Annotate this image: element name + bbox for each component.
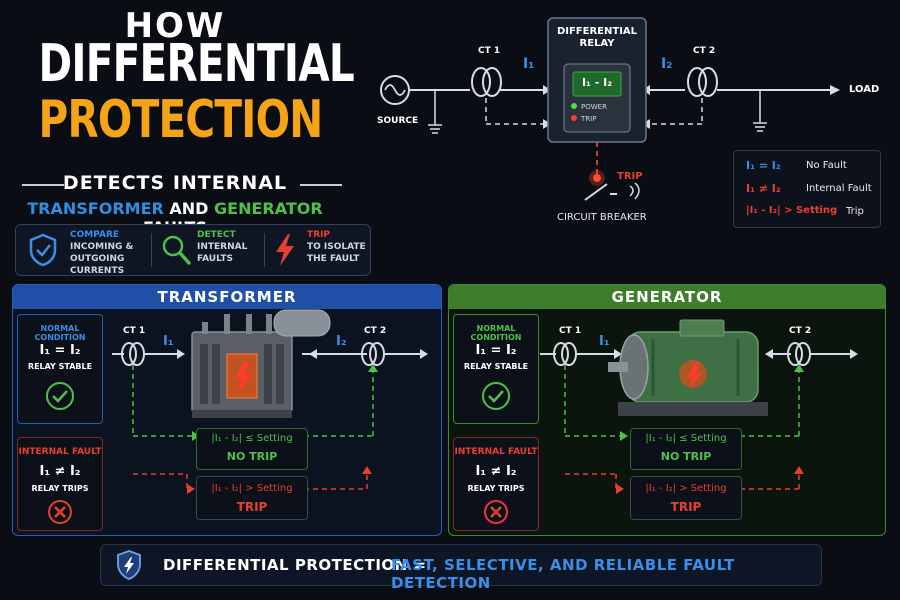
subtitle-generator: GENERATOR (214, 199, 323, 218)
generator-notrip-expr: |I₁ - I₂| ≤ Setting (645, 433, 727, 444)
transformer-normal-state: RELAY STABLE (27, 362, 93, 371)
generator-fault-box (453, 437, 539, 531)
cross-icon (484, 500, 508, 524)
top-ct2-label: CT 2 (693, 46, 716, 56)
bottom-banner: DIFFERENTIAL PROTECTION = FAST, SELECTIV… (100, 544, 822, 592)
generator-ct1-label: CT 1 (559, 326, 582, 336)
transformer-ct1-label: CT 1 (123, 326, 146, 336)
transformer-notrip-expr: |I₁ - I₂| ≤ Setting (211, 433, 293, 444)
title-line2: PROTECTION (38, 90, 324, 150)
transformer-diagram (112, 309, 428, 494)
summary-item-trip: TRIP TO ISOLATE THE FAULT (307, 230, 366, 264)
generator-normal-title: NORMAL CONDITION (470, 324, 522, 342)
generator-diagram (540, 319, 858, 494)
shield-lightning-icon (117, 550, 141, 580)
relay-display: I₁ - I₂ (581, 76, 613, 89)
ct2-symbol (787, 342, 803, 366)
subtitle-and: AND (163, 199, 215, 218)
transformer-trip-expr: |I₁ - I₂| > Setting (211, 483, 293, 494)
transformer-fault-title: INTERNAL FAULT (18, 447, 102, 457)
ct2-symbol (361, 342, 377, 366)
generator-notrip-box (630, 428, 742, 470)
title-rule-left (22, 184, 64, 186)
transformer-i2-label: I₂ (336, 334, 347, 349)
check-icon (482, 382, 510, 410)
legend-desc: No Fault (806, 160, 847, 171)
subtitle-line1: DETECTS INTERNAL (62, 172, 288, 194)
bottom-right-text: FAST, SELECTIVE, AND RELIABLE FAULT DETE… (391, 556, 735, 592)
check-icon (46, 382, 74, 410)
trip-indicator (593, 174, 601, 182)
legend-expr: |I₁ - I₂| > Setting (746, 205, 838, 216)
trip-led (571, 115, 577, 121)
divider (151, 233, 152, 267)
ct1-symbol (471, 67, 491, 97)
shield-check-icon (29, 233, 57, 267)
generator-fault-eq: I₁ ≠ I₂ (475, 464, 517, 479)
summary-item-detect: DETECT INTERNAL FAULTS (197, 230, 248, 264)
generator-fault-state: RELAY TRIPS (467, 484, 525, 493)
bottom-left-text: DIFFERENTIAL PROTECTION = (163, 556, 427, 574)
transformer-normal-box (17, 314, 103, 424)
transformer-i1-label: I₁ (163, 334, 174, 349)
legend-expr: I₁ = I₂ (746, 159, 781, 172)
generator-fault-title: INTERNAL FAULT (454, 447, 538, 457)
divider (264, 233, 265, 267)
legend-desc: Internal Fault (806, 183, 872, 194)
transformer-notrip-box (196, 428, 308, 470)
transformer-fault-eq: I₁ ≠ I₂ (39, 464, 81, 479)
top-i2-label: I₂ (661, 56, 673, 72)
summary-box: COMPARE INCOMING & OUTGOING CURRENTS DET… (15, 224, 371, 276)
top-schematic (380, 17, 840, 201)
breaker-symbol (584, 183, 608, 201)
legend: I₁ = I₂ No Fault I₁ ≠ I₂ Internal Fault … (733, 150, 881, 228)
ct2-symbol (687, 67, 707, 97)
ct1-symbol (121, 342, 137, 366)
load-label: LOAD (849, 84, 880, 95)
page-title: DIFFERENTIAL PROTECTION (38, 34, 355, 150)
summary-item-compare: COMPARE INCOMING & OUTGOING CURRENTS (70, 230, 134, 276)
cross-icon (48, 500, 72, 524)
breaker-label: CIRCUIT BREAKER (557, 212, 647, 223)
ct1-symbol (553, 342, 569, 366)
power-label: POWER (581, 103, 607, 111)
generator-ct2-label: CT 2 (789, 326, 812, 336)
top-i1-label: I₁ (523, 56, 535, 72)
magnifier-icon (162, 235, 191, 265)
trip-led-label: TRIP (581, 115, 597, 123)
title-line1: DIFFERENTIAL (38, 34, 355, 94)
generator-normal-state: RELAY STABLE (463, 362, 529, 371)
top-ct1-label: CT 1 (478, 46, 501, 56)
transformer-normal-eq: I₁ = I₂ (39, 343, 81, 358)
transformer-ct2-label: CT 2 (364, 326, 387, 336)
generator-i1-label: I₁ (599, 334, 610, 349)
source-label: SOURCE (377, 116, 419, 126)
generator-trip-expr: |I₁ - I₂| > Setting (645, 483, 727, 494)
generator-trip-label: TRIP (670, 500, 702, 514)
generator-trip-box (630, 476, 742, 520)
transformer-trip-label: TRIP (236, 500, 268, 514)
title-how: HOW (124, 6, 226, 46)
power-led (571, 103, 577, 109)
title-rule-right (300, 184, 342, 186)
legend-desc: Trip (846, 206, 864, 217)
transformer-trip-box (196, 476, 308, 520)
generator-header: GENERATOR (449, 285, 885, 309)
transformer-fault-box (17, 437, 103, 531)
generator-notrip-label: NO TRIP (660, 450, 712, 463)
transformer-fault-state: RELAY TRIPS (31, 484, 89, 493)
transformer-notrip-label: NO TRIP (226, 450, 278, 463)
legend-expr: I₁ ≠ I₂ (746, 182, 781, 195)
subtitle-transformer: TRANSFORMER (27, 199, 164, 218)
lightning-icon (276, 234, 294, 266)
transformer-normal-title: NORMAL CONDITION (34, 324, 86, 342)
transformer-header: TRANSFORMER (13, 285, 441, 309)
trip-label: TRIP (617, 171, 643, 182)
generator-normal-box (453, 314, 539, 424)
generator-normal-eq: I₁ = I₂ (475, 343, 517, 358)
relay-title: DIFFERENTIAL RELAY (556, 26, 638, 49)
